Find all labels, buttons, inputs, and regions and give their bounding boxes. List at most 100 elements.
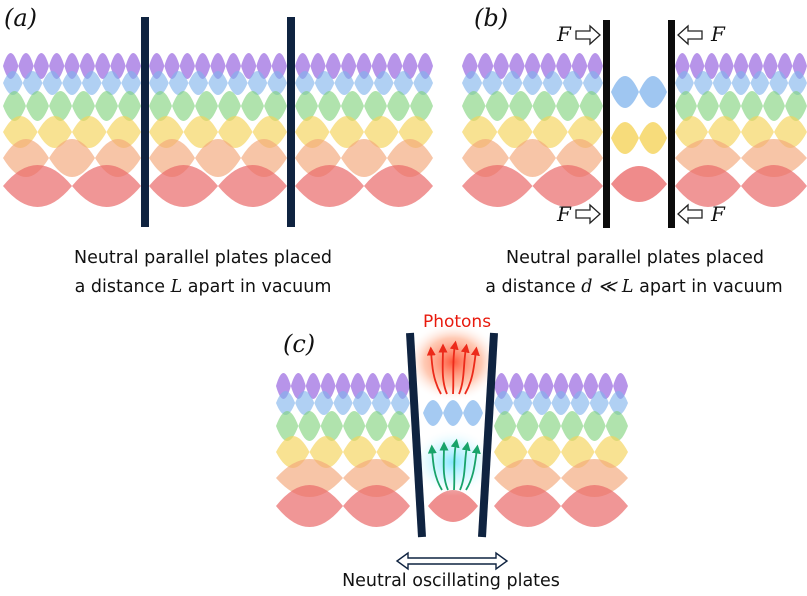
mode-band-violet xyxy=(33,53,49,79)
mode-band-blue xyxy=(532,391,552,415)
plate-a-right xyxy=(287,17,295,227)
mode-band-blue xyxy=(562,71,583,95)
mode-band-yellow xyxy=(276,436,310,468)
mode-band-yellow xyxy=(675,116,708,148)
mode-band-red xyxy=(462,165,533,207)
mode-band-blue xyxy=(731,71,751,95)
panel-a: (a) Neutral parallel plates placed a dis… xyxy=(3,4,433,297)
mode-band-blue xyxy=(208,71,228,95)
mode-inside-blue xyxy=(423,400,443,426)
mode-band-blue xyxy=(227,71,248,95)
mode-band-blue xyxy=(675,71,694,95)
mode-band-red xyxy=(741,165,807,207)
mode-band-green xyxy=(218,91,241,121)
mode-band-blue xyxy=(413,71,433,95)
mode-band-green xyxy=(741,91,763,121)
mode-band-blue xyxy=(352,391,372,415)
photon-arrow-red xyxy=(426,346,442,395)
mode-band-violet xyxy=(365,373,381,399)
mode-band-blue xyxy=(750,71,770,95)
mode-band-green xyxy=(341,91,364,121)
mode-band-yellow xyxy=(329,116,364,148)
mode-band-yellow xyxy=(561,436,595,468)
mode-band-violet xyxy=(356,53,372,79)
mode-band-green xyxy=(343,411,366,441)
force-arrow-bottom-right xyxy=(677,203,703,225)
distance-symbol-L: L xyxy=(170,277,183,297)
mode-inside-yellow xyxy=(611,122,639,154)
mode-band-green xyxy=(485,91,509,121)
mode-band-green xyxy=(410,91,433,121)
plate-b-right xyxy=(668,20,675,228)
mode-band-yellow xyxy=(532,116,568,148)
mode-band-orange xyxy=(494,459,561,497)
force-arrow-top-left xyxy=(575,24,601,46)
mode-band-green xyxy=(785,91,807,121)
mode-band-violet xyxy=(305,373,321,399)
mode-inside-red xyxy=(428,490,478,522)
mode-band-blue xyxy=(168,71,189,95)
mode-band-blue xyxy=(482,71,503,95)
mode-band-yellow xyxy=(774,116,807,148)
mode-band-blue xyxy=(371,391,391,415)
mode-band-yellow xyxy=(343,436,377,468)
mode-band-green xyxy=(763,91,785,121)
mode-band-yellow xyxy=(497,116,533,148)
mode-band-green xyxy=(318,91,341,121)
mode-band-violet xyxy=(325,53,341,79)
mode-band-green xyxy=(295,91,318,121)
mode-band-orange xyxy=(343,459,410,497)
mode-inside-yellow xyxy=(639,122,667,154)
mode-band-yellow xyxy=(183,116,218,148)
mode-band-red xyxy=(675,165,741,207)
panel-b-caption-line1: Neutral parallel plates placed xyxy=(506,248,764,268)
mode-band-violet xyxy=(704,53,719,79)
mode-inside-blue xyxy=(463,400,483,426)
mode-band-blue xyxy=(188,71,209,95)
caption-prefix: a distance xyxy=(485,277,581,297)
mode-band-violet xyxy=(556,53,572,79)
photon-arrow-green xyxy=(465,444,481,491)
panel-c: Photons (c) Neutral oscillating plates xyxy=(276,312,628,591)
mode-band-blue xyxy=(267,71,287,95)
mode-band-orange xyxy=(561,459,628,497)
panel-a-caption-line1: Neutral parallel plates placed xyxy=(74,248,332,268)
mode-band-yellow xyxy=(72,116,107,148)
mode-band-orange xyxy=(195,139,241,177)
plate-a-left xyxy=(141,17,149,227)
plate-b-left xyxy=(603,20,610,228)
vacuum-modes-a xyxy=(3,53,433,207)
mode-band-blue xyxy=(314,71,335,95)
mode-band-red xyxy=(494,485,561,527)
mode-band-red xyxy=(218,165,287,207)
mode-band-green xyxy=(387,411,410,441)
photon-arrow-red xyxy=(449,340,459,395)
mode-band-green xyxy=(320,411,343,441)
mode-band-blue xyxy=(582,71,603,95)
plate-c-left xyxy=(406,332,426,538)
mode-band-orange xyxy=(741,139,807,177)
mode-band-blue xyxy=(354,71,374,95)
panel-c-label: (c) xyxy=(283,330,315,358)
mode-band-violet xyxy=(241,53,257,79)
mode-band-green xyxy=(494,411,517,441)
mode-band-red xyxy=(3,165,72,207)
mode-band-green xyxy=(583,411,606,441)
mode-band-orange xyxy=(509,139,556,177)
photons-label: Photons xyxy=(423,312,491,332)
mode-band-yellow xyxy=(364,116,399,148)
mode-band-green xyxy=(118,91,141,121)
mode-band-green xyxy=(579,91,603,121)
panel-b: F F F F (b) Neutral parallel plates plac… xyxy=(462,4,807,297)
mode-band-red xyxy=(295,165,364,207)
caption-prefix: a distance xyxy=(75,277,171,297)
mode-band-blue xyxy=(570,391,590,415)
force-arrow-bottom-left xyxy=(575,203,601,225)
mode-band-green xyxy=(675,91,697,121)
mode-band-blue xyxy=(390,391,410,415)
mode-band-green xyxy=(719,91,741,121)
mode-band-green xyxy=(72,91,95,121)
mode-band-yellow xyxy=(594,436,628,468)
mode-band-green xyxy=(561,411,584,441)
mode-band-blue xyxy=(393,71,414,95)
